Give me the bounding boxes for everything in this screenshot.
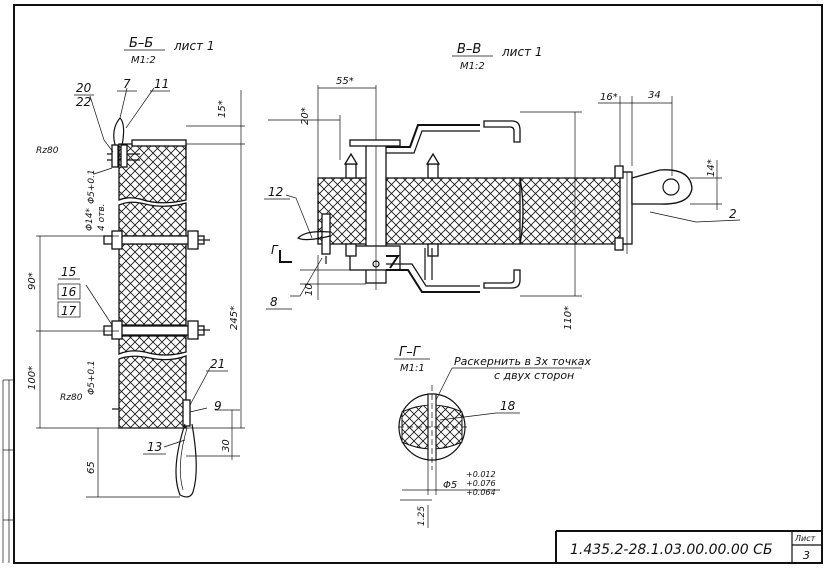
upper-handle	[483, 120, 521, 143]
view-gg: Г–Г М1:1 Раскернить в 3х точках с двух с…	[394, 345, 592, 528]
dim-bottom-65: 65	[86, 461, 97, 474]
dim-gg-tol2: +0.076	[466, 479, 496, 488]
section-mark-g	[279, 250, 292, 263]
view-gg-scale: М1:1	[400, 363, 425, 374]
callout-22: 22	[76, 95, 91, 109]
upper-arm	[386, 124, 480, 148]
foam-block-bottom	[118, 355, 187, 429]
sheet-label: Лист	[794, 534, 816, 543]
cotter-pin-right	[297, 231, 331, 241]
dim-110: 110*	[563, 306, 574, 330]
callout-18: 18	[500, 399, 516, 413]
dim-top-right: 15*	[217, 100, 228, 118]
section-mark-g-label: Г	[271, 243, 279, 257]
callout-9: 9	[214, 399, 222, 413]
dim-hole-mid1: Φ14*	[85, 207, 95, 231]
view-vv-title: В–В	[457, 42, 481, 57]
callout-2: 2	[729, 207, 737, 221]
title-block: 1.435.2-28.1.03.00.00.00 СБ Лист 3	[555, 530, 822, 563]
dim-gg-1-25: 1.25	[417, 506, 427, 526]
dim-mid-left: 90*	[27, 272, 38, 290]
dim-10: 10	[304, 283, 315, 296]
foam-beam-end	[519, 177, 626, 245]
view-vv-sheet: лист 1	[501, 45, 543, 59]
foam-block-mid	[118, 243, 187, 326]
callout-16: 16	[61, 285, 77, 299]
foam-block-upper-mid	[118, 201, 187, 237]
dim-20: 20*	[300, 107, 311, 125]
note-punch-line2: с двух сторон	[494, 369, 574, 382]
top-plate	[131, 139, 187, 147]
dim-14: 14*	[706, 159, 717, 177]
end-bracket	[619, 171, 633, 245]
view-vv-scale: М1:2	[460, 61, 485, 72]
binding-strip	[2, 379, 14, 563]
foam-block-lower-mid	[118, 335, 187, 356]
sheet-number: 3	[803, 549, 810, 562]
dim-hole-mid2: 4 отв.	[97, 203, 107, 231]
callout-15: 15	[61, 265, 76, 279]
lower-arm	[386, 269, 480, 293]
dim-55: 55*	[336, 76, 354, 87]
eye-lug	[631, 169, 693, 205]
dim-gg-tol3: +0.064	[466, 488, 496, 497]
view-bb-title: Б–Б	[129, 36, 153, 51]
foam-beam-main	[385, 177, 521, 245]
rope-loop	[175, 423, 197, 498]
dim-gg-d5: Φ5	[443, 480, 457, 491]
dim-gg-tol1: +0.012	[466, 470, 496, 479]
dim-hole-bottom: Φ5+0.1	[87, 360, 97, 395]
dim-lower-left: 100*	[27, 366, 38, 390]
view-bb-sheet: лист 1	[173, 39, 215, 53]
callout-13: 13	[147, 440, 162, 454]
doc-code: 1.435.2-28.1.03.00.00.00 СБ	[570, 542, 773, 558]
dim-16: 16*	[600, 92, 618, 103]
callout-11: 11	[154, 77, 169, 91]
view-bb: Б–Б М1:2 лист 1	[27, 36, 245, 498]
dim-height-total: 245*	[229, 306, 240, 330]
callout-17: 17	[61, 304, 77, 318]
view-vv: В–В М1:2 лист 1	[264, 42, 741, 330]
callout-7: 7	[123, 77, 131, 91]
drawing-frame	[13, 4, 823, 564]
foam-block-top	[118, 143, 187, 204]
dim-rz-top: Rz80	[36, 146, 59, 156]
view-bb-scale: М1:2	[131, 55, 156, 66]
callout-12: 12	[268, 185, 283, 199]
note-punch-line1: Раскернить в 3х точках	[454, 355, 592, 368]
dim-rz-bottom: Rz80	[60, 393, 83, 403]
dim-bottom-30: 30	[221, 439, 232, 452]
lower-handle	[483, 269, 521, 289]
callout-8: 8	[270, 295, 278, 309]
dim-34: 34	[648, 90, 661, 101]
callout-20: 20	[76, 81, 92, 95]
dim-hole-top: Φ5+0.1	[87, 169, 97, 204]
view-gg-title: Г–Г	[399, 345, 422, 360]
callout-21: 21	[210, 357, 225, 371]
